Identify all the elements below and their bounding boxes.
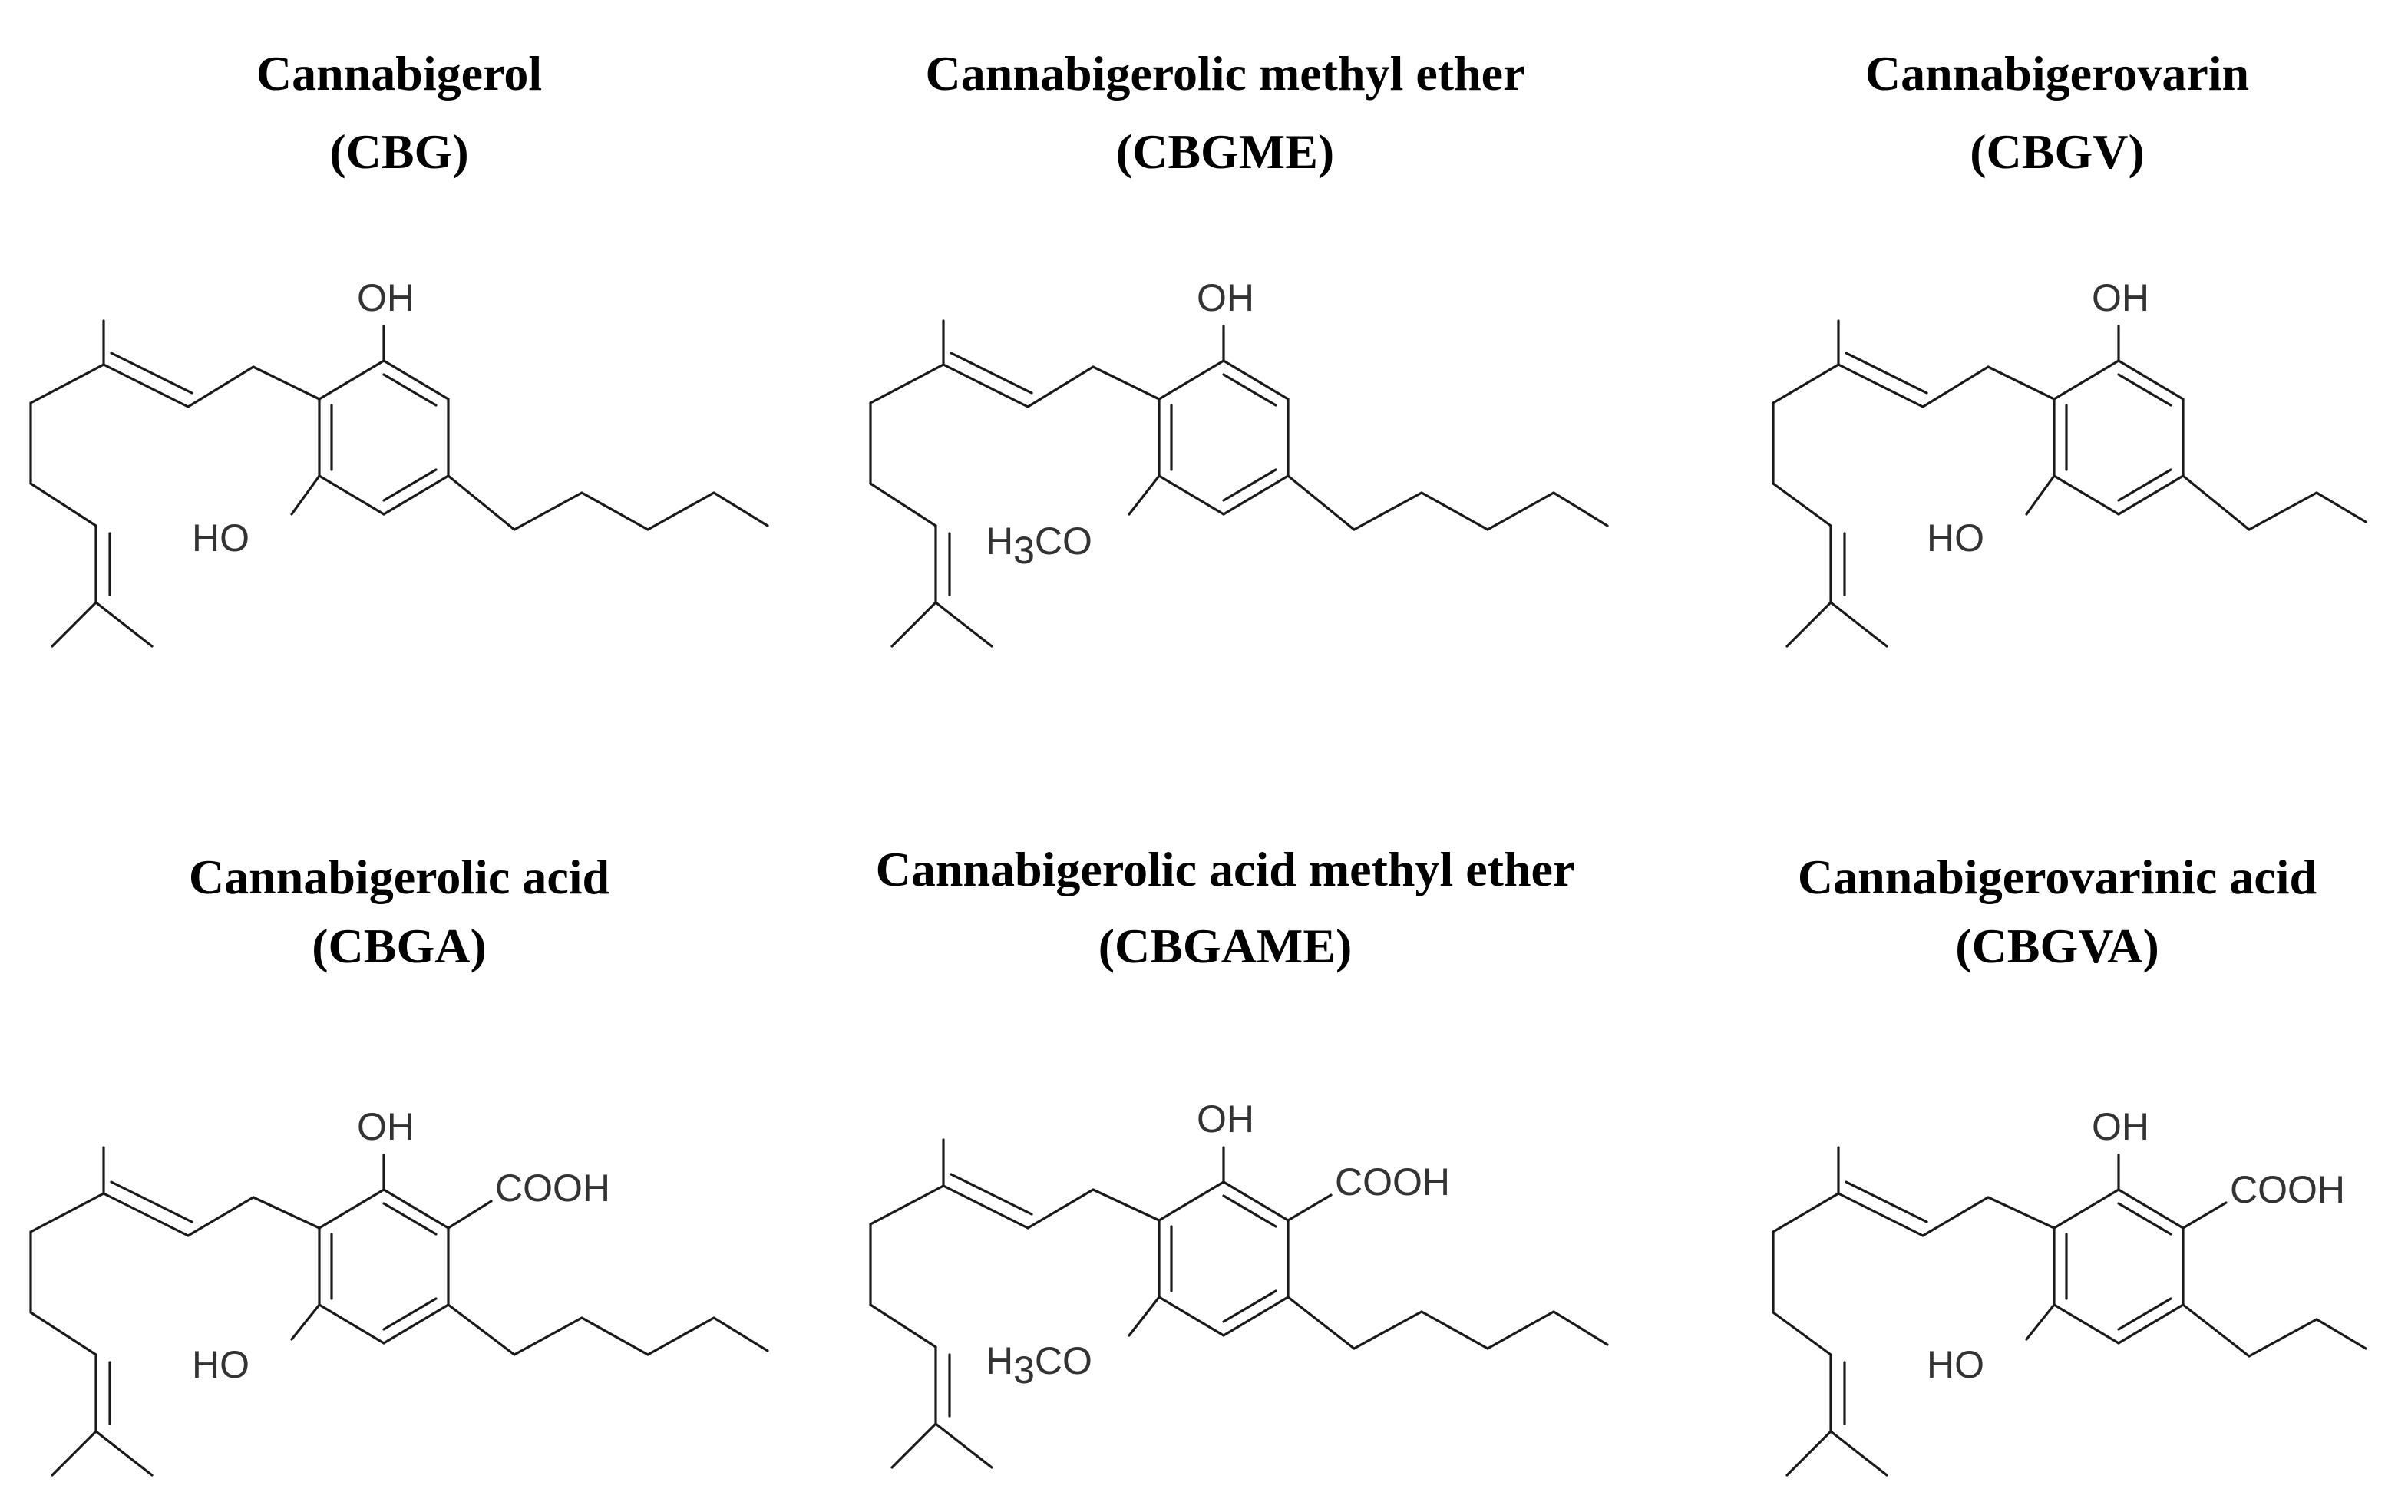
compound-panel-cbgva: Cannabigerovarinic acid (CBGVA) OH COOH … [1606,756,2408,1512]
structure-cbgv: OH HO [1772,276,2367,648]
structure-cbgva: OH COOH HO [1772,1105,2367,1477]
compound-abbreviation: (CBG) [329,124,469,179]
structure-cbga: OH COOH HO [29,1105,769,1477]
hydroxyl-label: HO [192,1343,249,1386]
hydroxyl-label: OH [2092,276,2149,319]
carboxyl-label: COOH [2230,1168,2345,1211]
compound-name: Cannabigerovarin [1865,46,2250,101]
carboxyl-label: COOH [495,1167,610,1210]
compound-abbreviation: (CBGV) [1970,124,2145,179]
structure-cbgme: OH H3CO [869,276,1609,648]
hydroxyl-label: OH [1197,1098,1254,1141]
compound-abbreviation: (CBGME) [1115,124,1335,179]
structure-cbg: OH HO [29,276,769,648]
compound-abbreviation: (CBGVA) [1955,919,2159,973]
compound-panel-cbgv: Cannabigerovarin (CBGV) OH HO [1606,0,2408,756]
compound-panel-cbgame: Cannabigerolic acid methyl ether (CBGAME… [803,756,1609,1512]
hydroxyl-label: OH [1197,276,1254,319]
carboxyl-label: COOH [1335,1160,1450,1203]
hydroxyl-label: HO [1927,517,1984,560]
compound-name: Cannabigerolic acid [188,850,610,904]
compound-name: Cannabigerolic methyl ether [925,46,1525,101]
hydroxyl-label: OH [357,276,415,319]
hydroxyl-label: HO [1927,1343,1984,1386]
compound-panel-cbg: Cannabigerol (CBG) OH HO [0,0,802,756]
methoxy-label: H3CO [986,520,1092,572]
compound-abbreviation: (CBGA) [312,919,487,973]
structure-cbgame: OH COOH H3CO [869,1098,1609,1469]
hydroxyl-label: OH [357,1105,415,1148]
compound-panel-cbgme: Cannabigerolic methyl ether (CBGME) OH H… [803,0,1609,756]
compound-abbreviation: (CBGAME) [1098,919,1353,973]
methoxy-label: H3CO [986,1339,1092,1392]
compound-name: Cannabigerol [256,46,543,101]
compound-panel-cbga: Cannabigerolic acid (CBGA) OH COOH HO [0,756,802,1512]
compound-name: Cannabigerovarinic acid [1797,850,2317,904]
compound-name: Cannabigerolic acid methyl ether [875,842,1575,896]
hydroxyl-label: OH [2092,1105,2149,1148]
hydroxyl-label: HO [192,517,249,560]
